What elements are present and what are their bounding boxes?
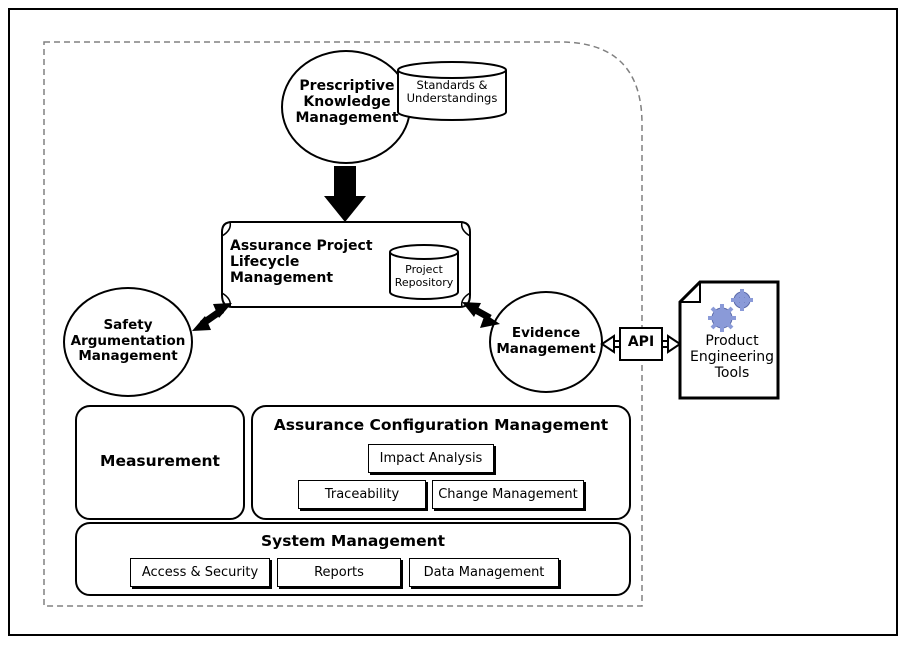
acm-title: Assurance Configuration Management [273, 416, 609, 434]
down-arrow [324, 166, 366, 222]
tools-label: Product Engineering Tools [690, 333, 774, 382]
data-management-box: Data Management [409, 558, 559, 587]
safety-label: Safety Argumentation Management [70, 317, 186, 365]
standards-cylinder [397, 61, 507, 121]
access-security-box: Access & Security [130, 558, 270, 587]
prescriptive-label: Prescriptive Knowledge Management [295, 78, 399, 127]
repository-label: Project Repository [394, 263, 454, 289]
reports-box: Reports [277, 558, 401, 587]
api-connector [600, 327, 682, 361]
outer-frame [8, 8, 898, 636]
system-management-title: System Management [260, 532, 446, 550]
platform-boundary [43, 41, 643, 607]
evidence-label: Evidence Management [496, 325, 596, 357]
traceability-box: Traceability [298, 480, 426, 509]
measurement-box [75, 405, 245, 520]
tools-document [678, 280, 780, 400]
standards-label: Standards & Understandings [406, 78, 498, 106]
impact-analysis-box: Impact Analysis [368, 444, 494, 473]
measurement-label: Measurement [100, 452, 220, 470]
evidence-circle [489, 291, 603, 393]
double-arrow-safety [192, 303, 232, 331]
api-label: API [627, 334, 655, 350]
safety-circle [63, 287, 193, 397]
gear-icon [708, 289, 753, 332]
lifecycle-label: Assurance Project Lifecycle Management [230, 238, 373, 287]
double-arrow-evidence [462, 302, 500, 328]
repository-cylinder [389, 244, 459, 300]
change-management-box: Change Management [432, 480, 584, 509]
